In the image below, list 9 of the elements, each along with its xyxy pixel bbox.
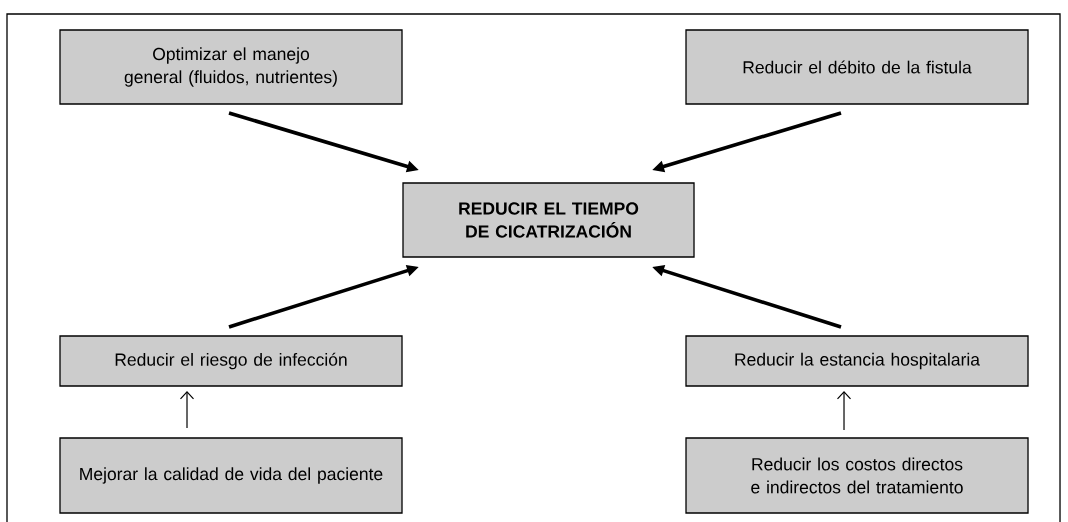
process-box: Reducir el débito de la fistula	[685, 29, 1029, 105]
process-box: Reducir los costos directos e indirectos del tratamiento	[685, 437, 1029, 514]
process-box: Reducir la estancia hospitalaria	[685, 335, 1029, 387]
arrow	[179, 391, 195, 429]
arrow	[836, 391, 852, 431]
process-box: Reducir el riesgo de infección	[59, 335, 403, 387]
process-box: Mejorar la calidad de vida del paciente	[59, 437, 403, 514]
goal-box: REDUCIR EL TIEMPO DE CICATRIZACIÓN	[402, 182, 695, 258]
process-box: Optimizar el manejo general (fluidos, nutrientes)	[59, 29, 403, 105]
